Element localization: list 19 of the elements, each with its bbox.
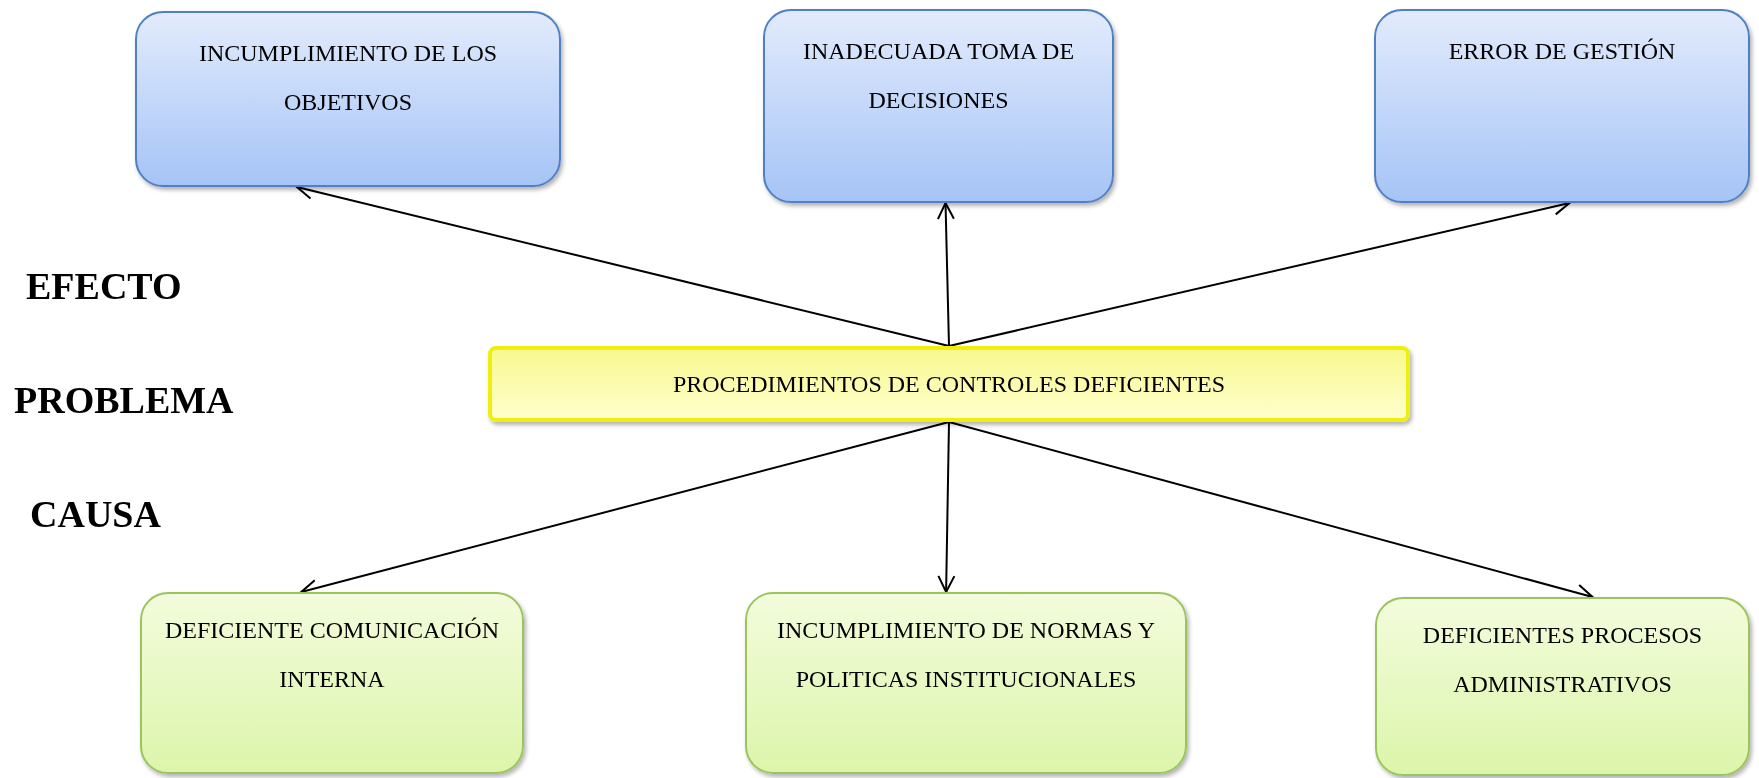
- box-text: ERROR DE GESTIÓN: [1448, 37, 1676, 66]
- box-text: INADECUADA TOMA DE DECISIONES: [801, 37, 1076, 116]
- box-text: DEFICIENTE COMUNICACIÓN INTERNA: [164, 616, 500, 695]
- cause-box: [1375, 597, 1750, 776]
- arrow: [936, 202, 955, 347]
- section-label: PROBLEMA: [14, 378, 234, 423]
- arrow: [937, 421, 956, 593]
- section-label: CAUSA: [30, 492, 161, 537]
- cause-box: [140, 592, 524, 774]
- problem-box: [488, 346, 1410, 422]
- section-label: EFECTO: [26, 264, 182, 309]
- effect-box: [763, 9, 1114, 203]
- box-text: PROCEDIMIENTOS DE CONTROLES DEFICIENTES: [672, 370, 1226, 399]
- box-text: INCUMPLIMIENTO DE LOS OBJETIVOS: [197, 39, 499, 118]
- effect-box: [1374, 9, 1750, 203]
- box-text: INCUMPLIMIENTO DE NORMAS Y POLITICAS INSTITUCIONALES: [776, 616, 1156, 695]
- box-text: DEFICIENTES PROCESOS ADMINISTRATIVOS: [1421, 621, 1704, 700]
- effect-box: [135, 11, 561, 187]
- cause-box: [745, 592, 1187, 774]
